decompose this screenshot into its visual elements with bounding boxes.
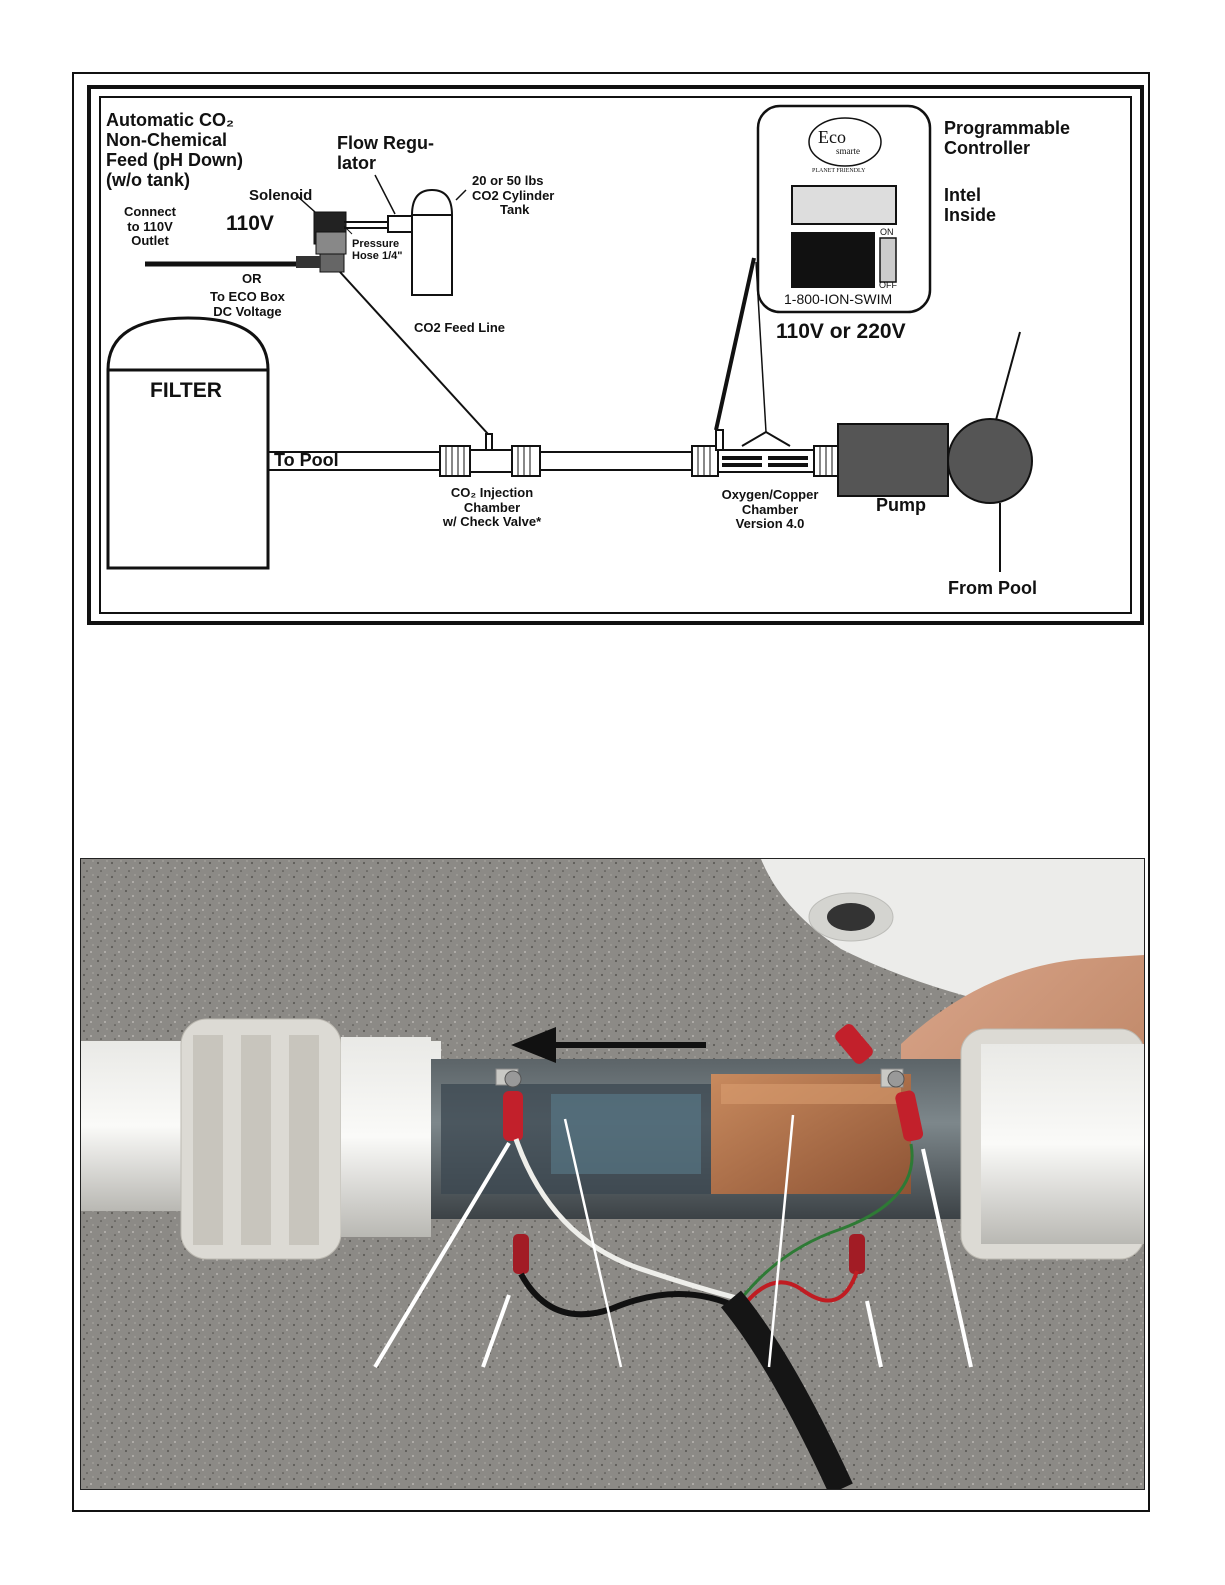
filter-label: FILTER	[150, 379, 222, 402]
co2-cylinder	[411, 188, 467, 296]
chamber-photo	[80, 858, 1145, 1490]
solenoid-label: Solenoid	[249, 187, 313, 204]
pump-body	[837, 423, 949, 497]
system-diagram	[87, 85, 1144, 625]
pump-motor	[947, 418, 1033, 504]
flow-regulator-label: Flow Regu- lator	[337, 133, 434, 174]
eco-logo-tagline: PLANET FRIENDLY	[812, 168, 866, 174]
to-pool-label: To Pool	[274, 450, 339, 470]
controller-voltage-label: 110V or 220V	[776, 320, 906, 343]
eco-box-label: To ECO Box DC Voltage	[210, 289, 285, 319]
switch-off-label: OFF	[879, 280, 897, 290]
oxygen-copper-label: Oxygen/Copper Chamber Version 4.0	[721, 487, 819, 532]
solenoid	[295, 174, 413, 273]
diagram-artwork	[106, 104, 1033, 572]
switch-on-label: ON	[880, 227, 894, 237]
co2-feed-line-label: CO2 Feed Line	[414, 320, 506, 335]
from-pool-label: From Pool	[948, 578, 1037, 598]
connect-outlet-label: Connect to 110V Outlet	[124, 204, 176, 249]
filter-tank	[106, 316, 270, 570]
pressure-hose-label: Pressure Hose 1/4"	[352, 238, 403, 263]
co2-feed-title: Automatic CO₂ Non-Chemical Feed (pH Down…	[106, 110, 243, 191]
eco-logo: Eco	[818, 127, 846, 147]
intel-inside-label: Intel Inside	[944, 185, 997, 226]
programmable-controller	[756, 104, 932, 314]
diagram-inner-border	[99, 96, 1132, 614]
cylinder-tank-label: 20 or 50 lbs CO2 Cylinder Tank	[472, 173, 555, 218]
voltage-110-label: 110V	[226, 212, 274, 235]
or-label: OR	[242, 271, 262, 286]
injection-chamber-label: CO₂ Injection Chamber w/ Check Valve*	[442, 485, 542, 530]
pump-label: Pump	[876, 495, 927, 515]
oxygen-copper-chamber	[691, 429, 839, 477]
co2-injection-chamber	[439, 433, 541, 477]
controller-title: Programmable Controller	[944, 118, 1071, 159]
eco-logo-sub: smarte	[836, 146, 860, 156]
page-frame	[72, 72, 1150, 1512]
phone-number: 1-800-ION-SWIM	[784, 291, 893, 307]
